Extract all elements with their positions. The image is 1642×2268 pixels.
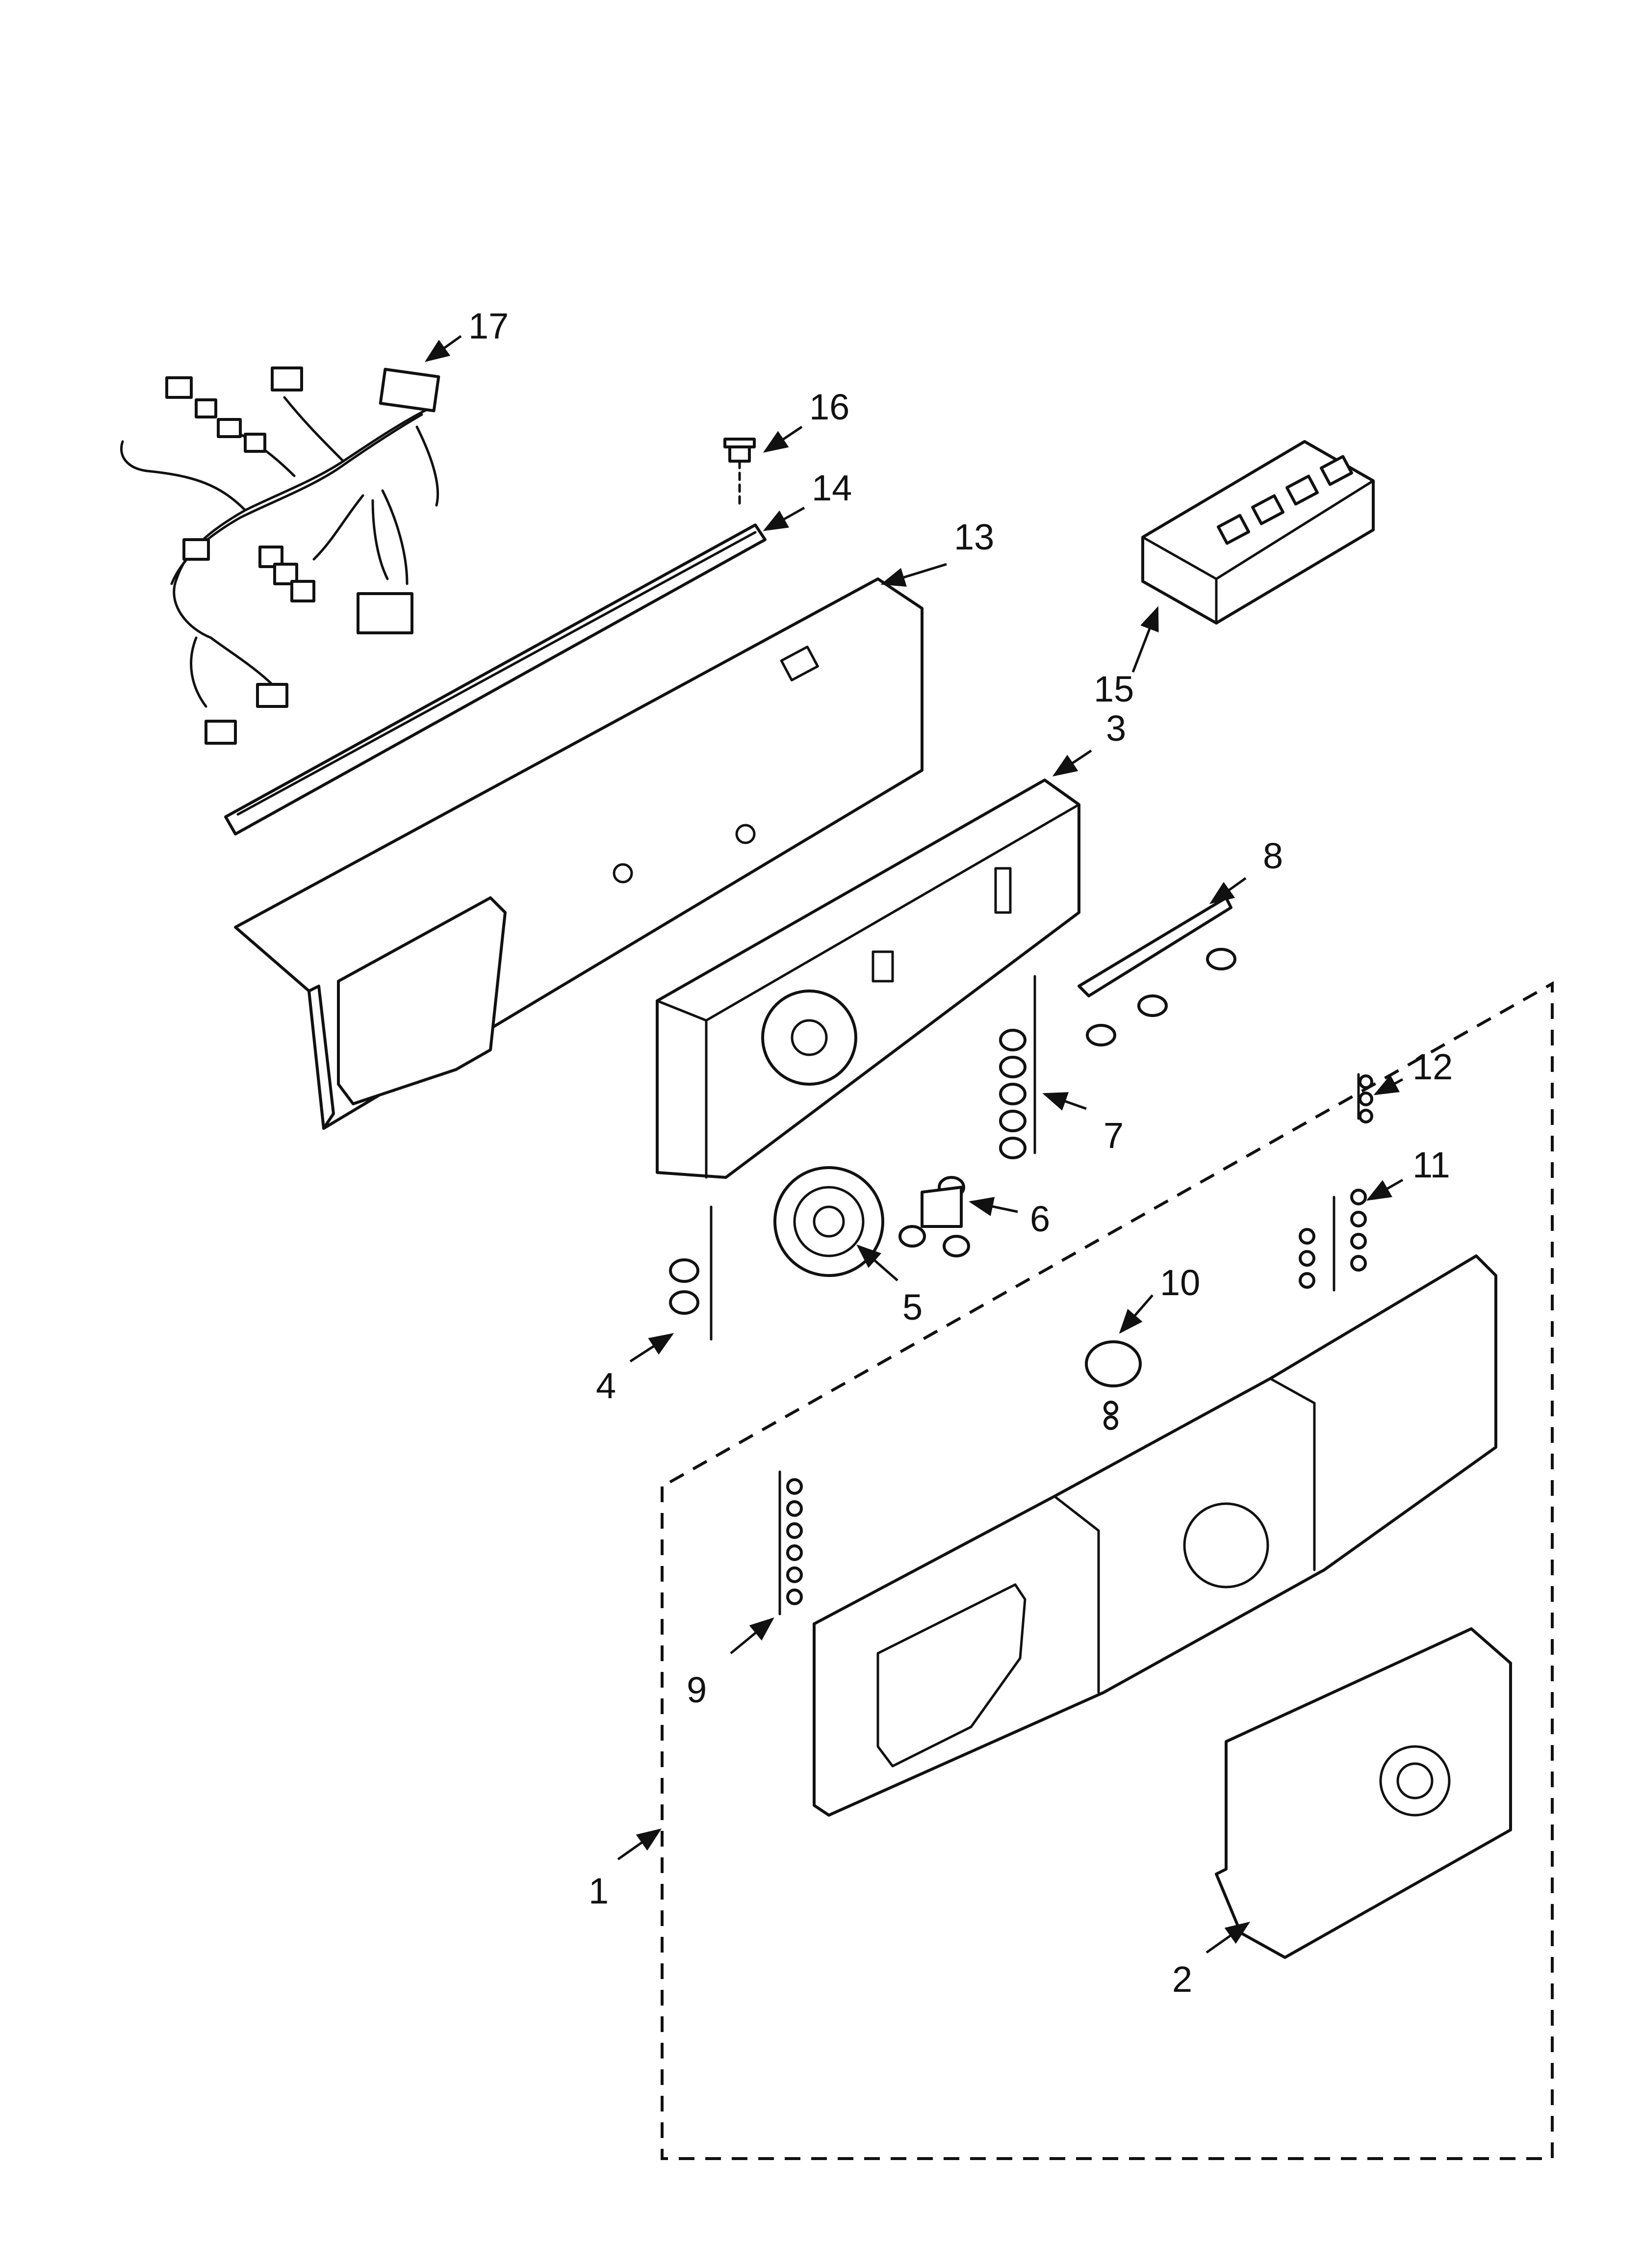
rail-part [224, 523, 767, 835]
selector-lever-part [898, 1176, 970, 1257]
callout-16: 16 [809, 387, 849, 427]
control-board-part [656, 779, 1080, 1179]
wire-harness-part [120, 366, 440, 745]
button-cap-10-part [1085, 1340, 1142, 1430]
button-strip-4-part [669, 1205, 713, 1341]
callout-7: 7 [1103, 1115, 1124, 1156]
callout-14: 14 [812, 468, 852, 508]
callout-10: 10 [1160, 1262, 1200, 1303]
control-module-part [1141, 440, 1375, 625]
callout-3: 3 [1106, 708, 1126, 749]
callout-6: 6 [1030, 1199, 1050, 1239]
button-set-8-part [1078, 896, 1236, 1046]
callout-9: 9 [687, 1669, 707, 1710]
console-panel-part [813, 1254, 1497, 1817]
callout-11: 11 [1412, 1145, 1450, 1185]
callout-1: 1 [589, 1871, 609, 1911]
callout-12: 12 [1412, 1046, 1453, 1087]
button-strip-7-part [999, 975, 1036, 1159]
callout-17: 17 [468, 306, 509, 346]
knob-panel-part [1215, 1627, 1512, 1959]
callout-5: 5 [902, 1287, 923, 1328]
callout-8: 8 [1263, 835, 1283, 876]
console-bracket-part [234, 577, 924, 1130]
callout-13: 13 [954, 517, 994, 557]
screw-part [723, 438, 756, 509]
button-strip-9-part [778, 1470, 803, 1616]
callout-2: 2 [1172, 1959, 1192, 2000]
button-strip-11-part [1299, 1189, 1367, 1292]
knob-dial-part [773, 1166, 884, 1277]
button-strip-12-part [1357, 1073, 1373, 1123]
callout-15: 15 [1094, 669, 1134, 709]
callout-4: 4 [596, 1365, 616, 1406]
assembly-boundary [661, 981, 1554, 2160]
